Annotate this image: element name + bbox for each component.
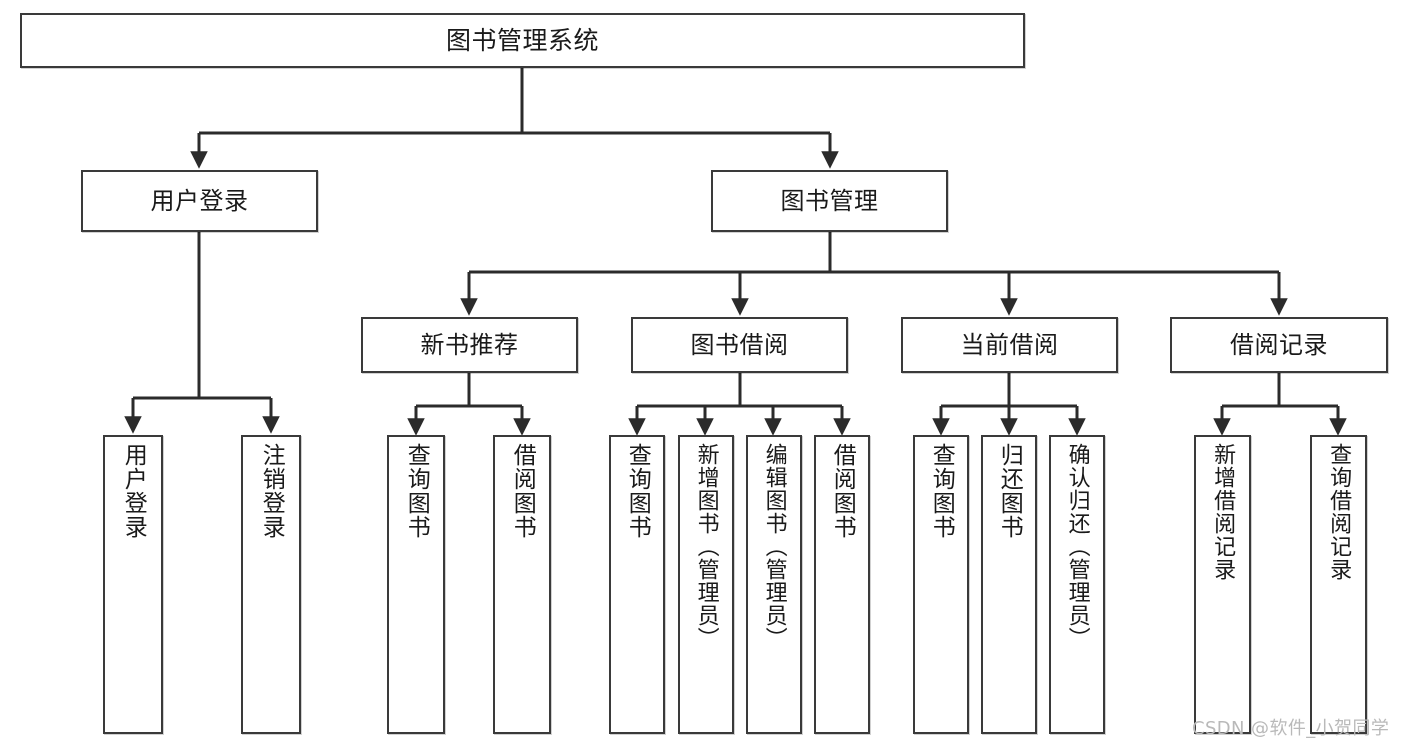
leaf-add-record-label: 新增借阅记录 xyxy=(1210,443,1236,581)
node-user-login[interactable]: 用户登录 xyxy=(81,170,318,232)
leaf-borrow-book-1-label: 借阅图书 xyxy=(509,443,536,539)
leaf-user-login[interactable]: 用户登录 xyxy=(103,435,163,734)
leaf-add-record[interactable]: 新增借阅记录 xyxy=(1194,435,1251,734)
node-book-borrow-label: 图书借阅 xyxy=(690,330,789,359)
node-current-borrow-label: 当前借阅 xyxy=(960,330,1059,359)
leaf-logout-login-label: 注销登录 xyxy=(258,443,285,539)
leaf-query-book-2-label: 查询图书 xyxy=(624,443,651,539)
node-user-login-label: 用户登录 xyxy=(150,186,249,215)
leaf-query-book-3[interactable]: 查询图书 xyxy=(913,435,969,734)
leaf-query-record-label: 查询借阅记录 xyxy=(1326,443,1352,581)
leaf-return-book[interactable]: 归还图书 xyxy=(981,435,1037,734)
node-borrow-record[interactable]: 借阅记录 xyxy=(1170,317,1388,373)
leaf-add-book-label: 新增图书（管理员） xyxy=(693,443,719,650)
leaf-borrow-book-2[interactable]: 借阅图书 xyxy=(814,435,870,734)
leaf-add-book[interactable]: 新增图书（管理员） xyxy=(678,435,734,734)
leaf-query-record[interactable]: 查询借阅记录 xyxy=(1310,435,1367,734)
node-new-book-rec[interactable]: 新书推荐 xyxy=(361,317,578,373)
node-root-label: 图书管理系统 xyxy=(445,25,599,55)
leaf-borrow-book-1[interactable]: 借阅图书 xyxy=(493,435,551,734)
leaf-borrow-book-2-label: 借阅图书 xyxy=(829,443,856,539)
leaf-query-book-1-label: 查询图书 xyxy=(403,443,430,539)
leaf-user-login-label: 用户登录 xyxy=(120,443,147,539)
leaf-logout-login[interactable]: 注销登录 xyxy=(241,435,301,734)
node-borrow-record-label: 借阅记录 xyxy=(1230,330,1328,359)
node-book-manage[interactable]: 图书管理 xyxy=(711,170,948,232)
leaf-confirm-return[interactable]: 确认归还（管理员） xyxy=(1049,435,1105,734)
leaf-return-book-label: 归还图书 xyxy=(996,443,1023,539)
node-book-borrow[interactable]: 图书借阅 xyxy=(631,317,848,373)
node-book-manage-label: 图书管理 xyxy=(780,186,879,215)
leaf-edit-book[interactable]: 编辑图书（管理员） xyxy=(746,435,802,734)
node-current-borrow[interactable]: 当前借阅 xyxy=(901,317,1118,373)
node-new-book-rec-label: 新书推荐 xyxy=(420,330,519,359)
node-root[interactable]: 图书管理系统 xyxy=(20,13,1025,68)
leaf-query-book-3-label: 查询图书 xyxy=(928,443,955,539)
watermark-text: CSDN @软件_小贺同学 xyxy=(1192,718,1390,739)
leaf-query-book-1[interactable]: 查询图书 xyxy=(387,435,445,734)
leaf-confirm-return-label: 确认归还（管理员） xyxy=(1064,443,1090,650)
leaf-edit-book-label: 编辑图书（管理员） xyxy=(761,443,787,650)
leaf-query-book-2[interactable]: 查询图书 xyxy=(609,435,665,734)
